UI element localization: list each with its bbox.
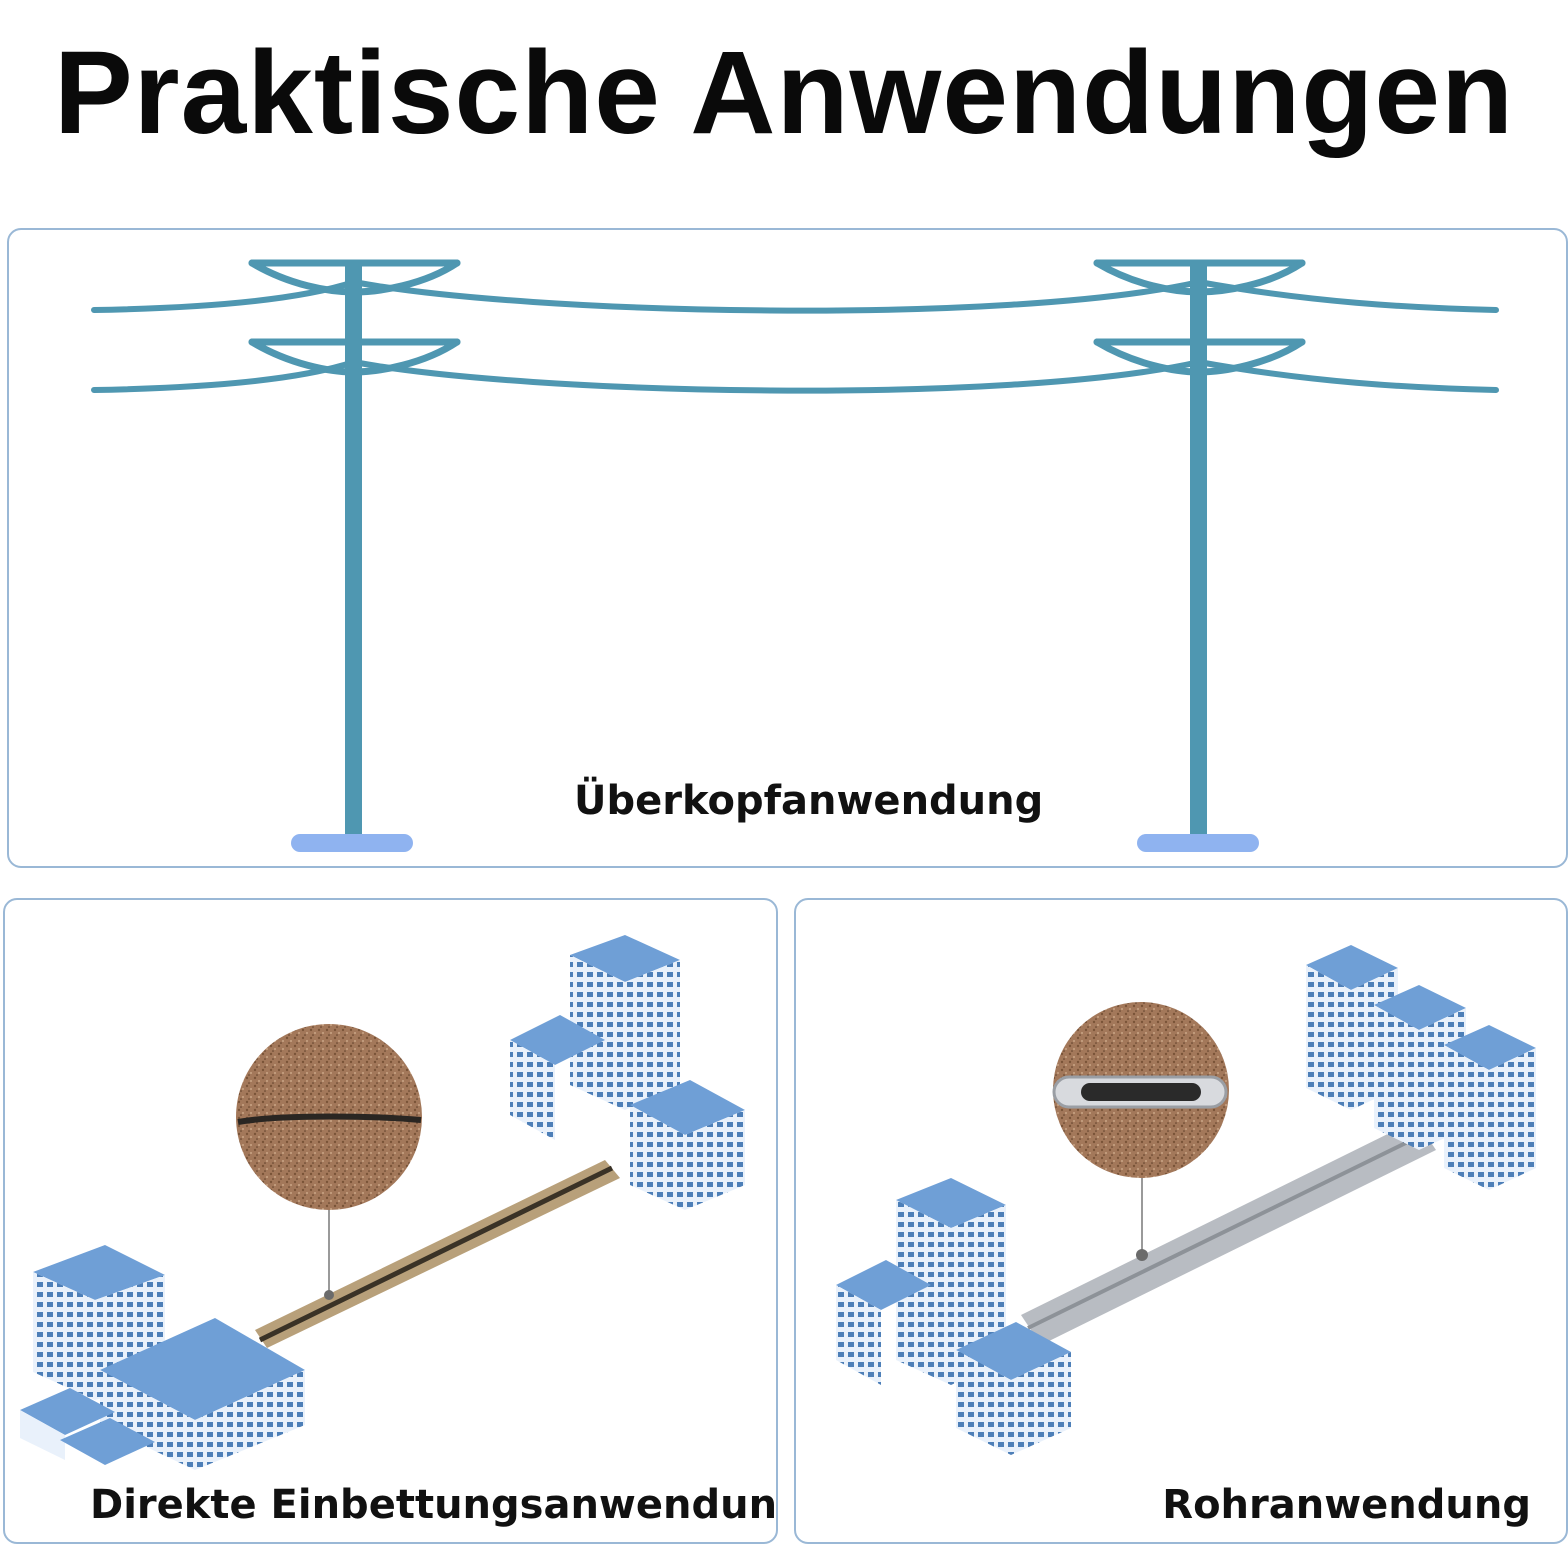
duct-magnifier — [1052, 1002, 1229, 1178]
page-title: Praktische Anwendungen — [53, 27, 1515, 159]
lower-wire-middle — [351, 359, 1202, 394]
duct-illustration — [836, 945, 1536, 1455]
buried-cable — [258, 1165, 614, 1343]
office-building-left — [836, 1178, 1071, 1455]
upper-wire-middle — [351, 279, 1202, 314]
duct-panel: Rohranwendung — [794, 898, 1568, 1544]
overhead-panel: Überkopfanwendung — [7, 228, 1568, 868]
right-pole-base — [1137, 834, 1259, 852]
direct-burial-label: Direkte Einbettungsanwendung — [90, 1482, 778, 1528]
office-building-right — [510, 935, 745, 1210]
direct-burial-illustration — [20, 935, 745, 1470]
overhead-illustration — [91, 259, 1499, 852]
right-pole-shaft — [1190, 263, 1207, 843]
towers-right — [1306, 945, 1536, 1190]
factory-left — [20, 1245, 305, 1470]
duct-pipe — [1021, 1120, 1436, 1345]
direct-burial-panel: Direkte Einbettungsanwendung — [3, 898, 778, 1544]
soil-magnifier — [236, 1024, 422, 1210]
left-pole-base — [291, 834, 413, 852]
left-pole-shaft — [345, 263, 362, 843]
overhead-label: Überkopfanwendung — [574, 778, 1044, 824]
duct-label: Rohranwendung — [1162, 1482, 1531, 1528]
